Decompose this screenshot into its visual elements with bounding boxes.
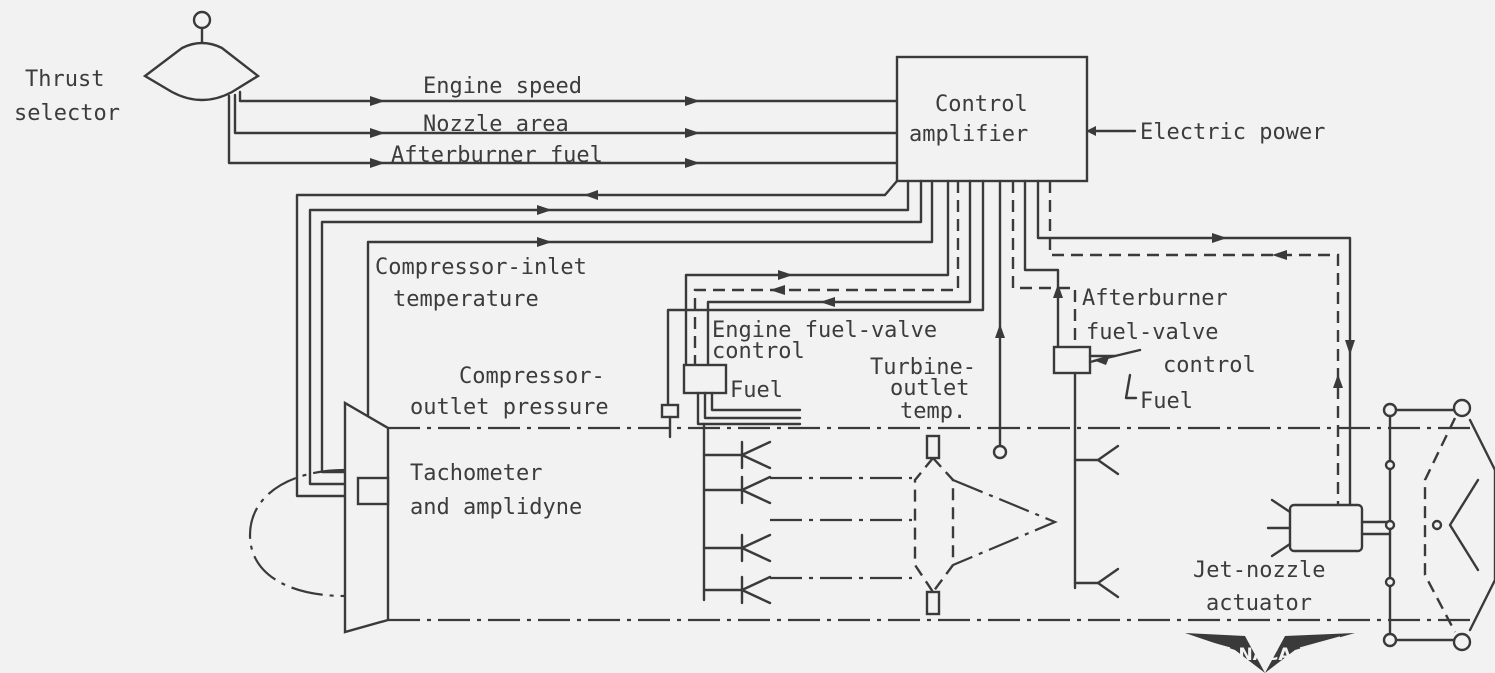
engine-fuel-valve-lines (666, 179, 985, 407)
label-afterburner-valve-line2: fuel-valve (1086, 320, 1218, 345)
label-tachometer-line1: Tachometer (410, 461, 542, 486)
label-jet-nozzle-line2: actuator (1206, 591, 1312, 616)
electric-power-arrow (1086, 126, 1137, 136)
label-afterburner-valve-line1: Afterburner (1082, 286, 1228, 311)
label-thrust-selector-line2: selector (14, 101, 120, 126)
engine-outline (248, 400, 1470, 634)
label-control-amplifier-line2: amplifier (909, 122, 1028, 147)
label-engine-speed: Engine speed (423, 74, 582, 99)
label-nozzle-area: Nozzle area (423, 112, 569, 137)
label-thrust-selector-line1: Thrust (25, 67, 104, 92)
label-compressor-outlet-line1: Compressor- (459, 364, 605, 389)
thrust-selector (142, 10, 261, 102)
turbine-outlet-line (992, 179, 1008, 460)
engine-fuel-valve (682, 363, 802, 426)
naca-logo-text: NACA (1238, 645, 1292, 665)
label-engine-fuel-valve-line1: Engine fuel-valve (712, 318, 937, 343)
afterburner-valve (1052, 345, 1142, 400)
label-afterburner-valve-line3: control (1163, 353, 1256, 378)
label-electric-power: Electric power (1140, 120, 1325, 145)
turbine (770, 434, 1058, 616)
naca-logo: NACA (1185, 633, 1355, 673)
jet-nozzle-actuator (1266, 498, 1392, 558)
label-turbine-outlet-line3: temp. (900, 399, 966, 424)
label-engine-fuel: Fuel (730, 378, 783, 403)
label-turbine-outlet-line1: Turbine- (870, 355, 976, 380)
label-tachometer-line2: and amplidyne (410, 495, 582, 520)
compressor-outlet-sensor (660, 403, 680, 439)
afterburner-valve-lines (1011, 179, 1077, 352)
label-control-amplifier-line1: Control (935, 92, 1028, 117)
labels: Thrust selector Engine speed Nozzle area… (14, 67, 1325, 616)
label-turbine-outlet-line2: outlet (890, 376, 969, 401)
afterburner-spray-bars (1073, 371, 1120, 599)
label-afterburner-fuel: Afterburner fuel (391, 143, 603, 168)
selector-signal-lines (227, 90, 899, 168)
label-compressor-inlet-line2: temperature (393, 287, 539, 312)
control-amplifier-box (895, 55, 1089, 183)
tachometer-box (356, 476, 390, 506)
label-engine-fuel-valve-line2: control (712, 339, 805, 364)
variable-nozzle (1382, 398, 1495, 652)
nozzle-actuator-lines (1036, 179, 1355, 507)
label-compressor-outlet-line2: outlet pressure (410, 395, 609, 420)
label-afterburner-fuel-input: Fuel (1140, 389, 1193, 414)
combustor-injectors (702, 422, 772, 605)
tachometer-feedback-lines (295, 179, 923, 498)
label-compressor-inlet-line1: Compressor-inlet (375, 255, 587, 280)
label-jet-nozzle-line1: Jet-nozzle (1193, 558, 1325, 583)
